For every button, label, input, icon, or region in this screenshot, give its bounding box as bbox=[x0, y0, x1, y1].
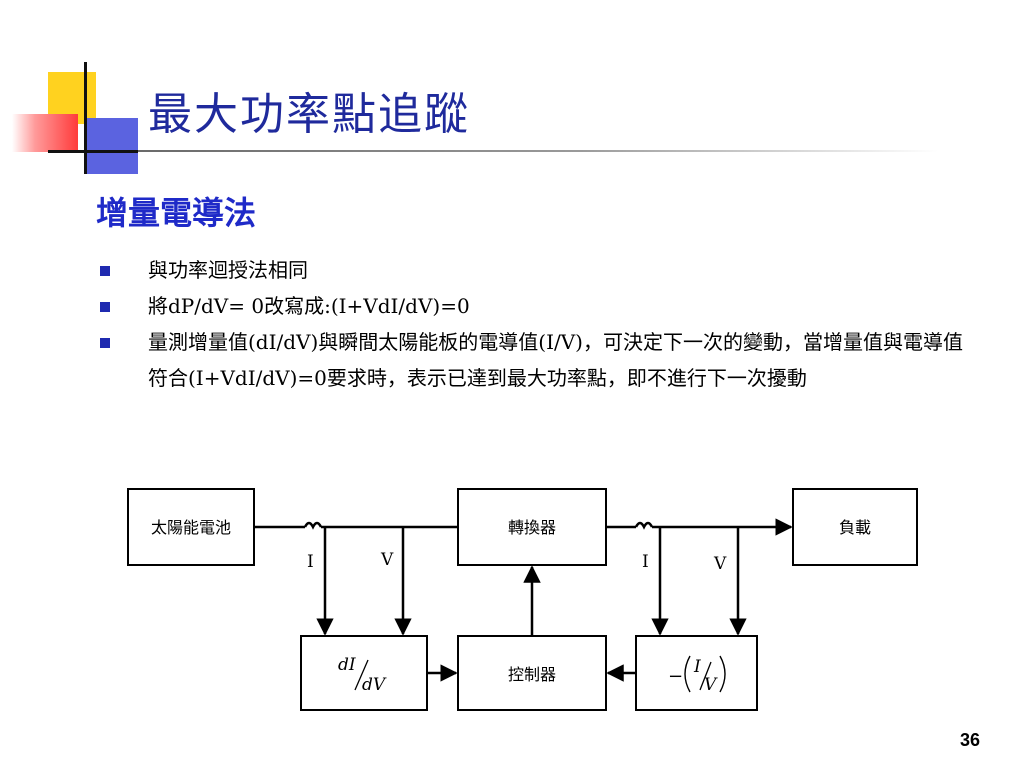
logo-red-bar bbox=[12, 114, 78, 152]
bullet-text: 量測增量值(dI/dV)與瞬間太陽能板的電導值(I/V)，可決定下一次的變動，當… bbox=[148, 330, 963, 390]
current-label: I bbox=[642, 552, 649, 572]
solar-cell-label: 太陽能電池 bbox=[151, 518, 231, 537]
bullet-square-icon bbox=[100, 266, 110, 276]
neg-sign: − bbox=[668, 666, 683, 687]
block-didv bbox=[300, 635, 428, 711]
converter-label: 轉換器 bbox=[508, 518, 556, 537]
fraction-slash bbox=[699, 661, 712, 691]
controller-label: 控制器 bbox=[508, 665, 556, 684]
didv-numerator: dI bbox=[338, 655, 356, 675]
bullet-square-icon bbox=[100, 302, 110, 312]
bullet-text: 與功率迴授法相同 bbox=[148, 258, 308, 282]
block-load bbox=[792, 488, 918, 566]
page-number: 36 bbox=[960, 730, 981, 750]
bullet-item: 量測增量值(dI/dV)與瞬間太陽能板的電導值(I/V)，可決定下一次的變動，當… bbox=[100, 324, 1000, 396]
didv-denominator: dV bbox=[362, 675, 387, 695]
voltage-label: V bbox=[380, 550, 394, 570]
neg-iv-denominator: V bbox=[704, 675, 718, 695]
title-underline bbox=[138, 150, 938, 152]
slide-subtitle: 增量電導法 bbox=[96, 194, 257, 232]
bullet-item: 將dP/dV= 0改寫成:(I+VdI/dV)=0 bbox=[100, 288, 1000, 324]
left-paren bbox=[684, 655, 691, 693]
bullet-square-icon bbox=[100, 338, 110, 348]
bullet-item: 與功率迴授法相同 bbox=[100, 252, 1000, 288]
slide-title: 最大功率點追蹤 bbox=[148, 89, 470, 140]
logo-blue-square bbox=[84, 118, 138, 174]
fraction-slash bbox=[354, 659, 369, 691]
current-sensor-icon bbox=[303, 521, 323, 530]
logo-vertical-line bbox=[84, 62, 87, 174]
neg-iv-numerator: I bbox=[693, 657, 701, 677]
current-sensor-icon bbox=[634, 521, 654, 530]
logo-horizontal-line bbox=[48, 150, 138, 153]
bullet-list: 與功率迴授法相同 將dP/dV= 0改寫成:(I+VdI/dV)=0 量測增量值… bbox=[100, 252, 1000, 396]
bullet-text: 將dP/dV= 0改寫成:(I+VdI/dV)=0 bbox=[148, 294, 470, 318]
right-paren bbox=[719, 655, 726, 693]
voltage-label: V bbox=[713, 554, 727, 574]
current-label: I bbox=[307, 552, 314, 572]
load-label: 負載 bbox=[839, 518, 871, 537]
